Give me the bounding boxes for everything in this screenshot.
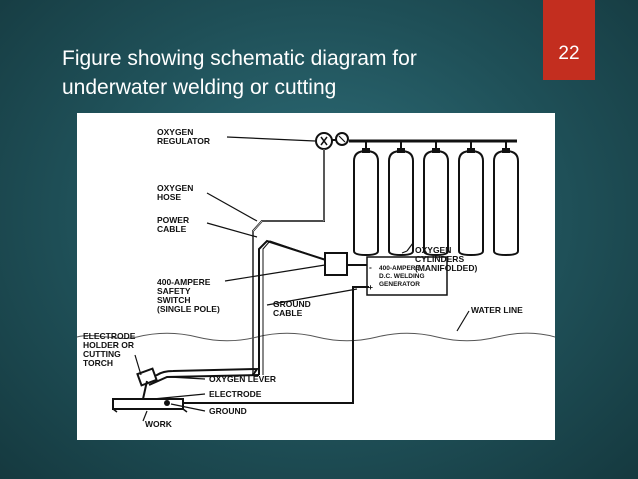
cutting-torch — [136, 367, 260, 400]
cylinder-caps — [362, 148, 510, 153]
page-number: 22 — [558, 43, 580, 64]
label-ground-cable-2: CABLE — [273, 308, 303, 318]
label-minus-terminal: - — [369, 262, 372, 272]
slide-title-line-1: Figure showing schematic diagram for — [62, 47, 417, 70]
oxygen-cylinder — [493, 149, 519, 257]
oxygen-cylinder — [423, 149, 449, 257]
schematic-figure: OXYGEN REGULATOR OXYGEN HOSE POWER CABLE… — [76, 113, 556, 440]
label-water-line: WATER LINE — [471, 305, 523, 315]
oxygen-cylinder — [458, 149, 484, 257]
label-generator-2: D.C. WELDING — [379, 273, 425, 280]
safety-switch-box — [324, 252, 348, 276]
label-plus-terminal: + — [368, 282, 373, 292]
label-electrode-holder-1: ELECTRODE — [83, 331, 136, 341]
label-oxygen-regulator-1: OXYGEN — [157, 127, 193, 137]
oxygen-cylinder — [353, 149, 379, 257]
page-number-tab: 22 — [543, 0, 595, 80]
label-safety-switch-2: SAFETY — [157, 286, 191, 296]
label-ground: GROUND — [209, 406, 247, 416]
label-electrode-holder-3: CUTTING — [83, 349, 121, 359]
slide-title: Figure showing schematic diagram for und… — [62, 44, 532, 102]
oxygen-cylinder — [388, 149, 414, 257]
label-electrode-holder-4: TORCH — [83, 358, 113, 368]
label-safety-switch-4: (SINGLE POLE) — [157, 304, 220, 314]
label-oxygen-cylinders-3: (MANIFOLDED) — [415, 263, 477, 273]
label-power-cable-1: POWER — [157, 215, 189, 225]
label-oxygen-hose-1: OXYGEN — [157, 183, 193, 193]
label-oxygen-regulator-2: REGULATOR — [157, 136, 210, 146]
welding-generator-box — [366, 256, 448, 296]
label-power-cable-2: CABLE — [157, 224, 187, 234]
label-electrode: ELECTRODE — [209, 389, 262, 399]
leader-lines — [134, 136, 470, 422]
oxygen-cylinders — [353, 149, 519, 257]
label-generator-1: 400-AMPERE — [379, 265, 420, 272]
label-generator-3: GENERATOR — [379, 281, 420, 288]
oxygen-regulator-gauge — [315, 132, 349, 150]
power-cable-inner — [262, 240, 330, 375]
label-work: WORK — [145, 419, 173, 429]
label-safety-switch-3: SWITCH — [157, 295, 191, 305]
label-oxygen-cylinders-1: OXYGEN — [415, 245, 451, 255]
label-oxygen-lever: OXYGEN LEVER — [209, 374, 276, 384]
water-line — [76, 332, 556, 342]
label-safety-switch-1: 400-AMPERE — [157, 277, 211, 287]
label-electrode-holder-2: HOLDER OR — [83, 340, 134, 350]
label-oxygen-cylinders-2: CYLINDERS — [415, 254, 464, 264]
label-ground-cable-1: GROUND — [273, 299, 311, 309]
welding-schematic: OXYGEN REGULATOR OXYGEN HOSE POWER CABLE… — [76, 127, 556, 429]
ground-cable — [167, 286, 369, 404]
work-piece — [112, 398, 188, 413]
oxygen-hose — [252, 149, 325, 375]
label-oxygen-hose-2: HOSE — [157, 192, 181, 202]
slide-title-line-2: underwater welding or cutting — [62, 76, 337, 99]
